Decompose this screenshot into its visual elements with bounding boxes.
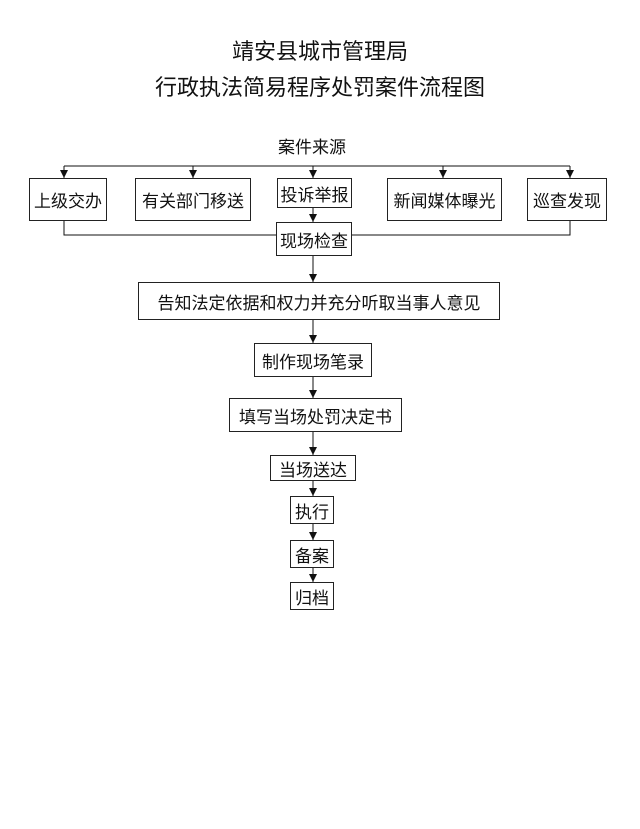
step-archive: 归档 <box>290 582 334 610</box>
source-box-patrol: 巡查发现 <box>527 178 607 221</box>
source-box-media: 新闻媒体曝光 <box>387 178 502 221</box>
org-title: 靖安县城市管理局 <box>231 40 408 65</box>
chart-title: 行政执法简易程序处罚案件流程图 <box>154 76 485 101</box>
step-inspection: 现场检查 <box>276 222 352 256</box>
step-record: 制作现场笔录 <box>254 343 372 377</box>
sources-label: 案件来源 <box>278 138 346 158</box>
step-inform: 告知法定依据和权力并充分听取当事人意见 <box>138 282 500 320</box>
step-decision: 填写当场处罚决定书 <box>229 398 402 432</box>
source-box-department: 有关部门移送 <box>135 178 251 221</box>
source-box-complaint: 投诉举报 <box>277 178 352 208</box>
step-deliver: 当场送达 <box>270 455 356 481</box>
source-box-superior: 上级交办 <box>29 178 107 221</box>
step-execute: 执行 <box>290 496 334 524</box>
step-file-record: 备案 <box>290 540 334 568</box>
